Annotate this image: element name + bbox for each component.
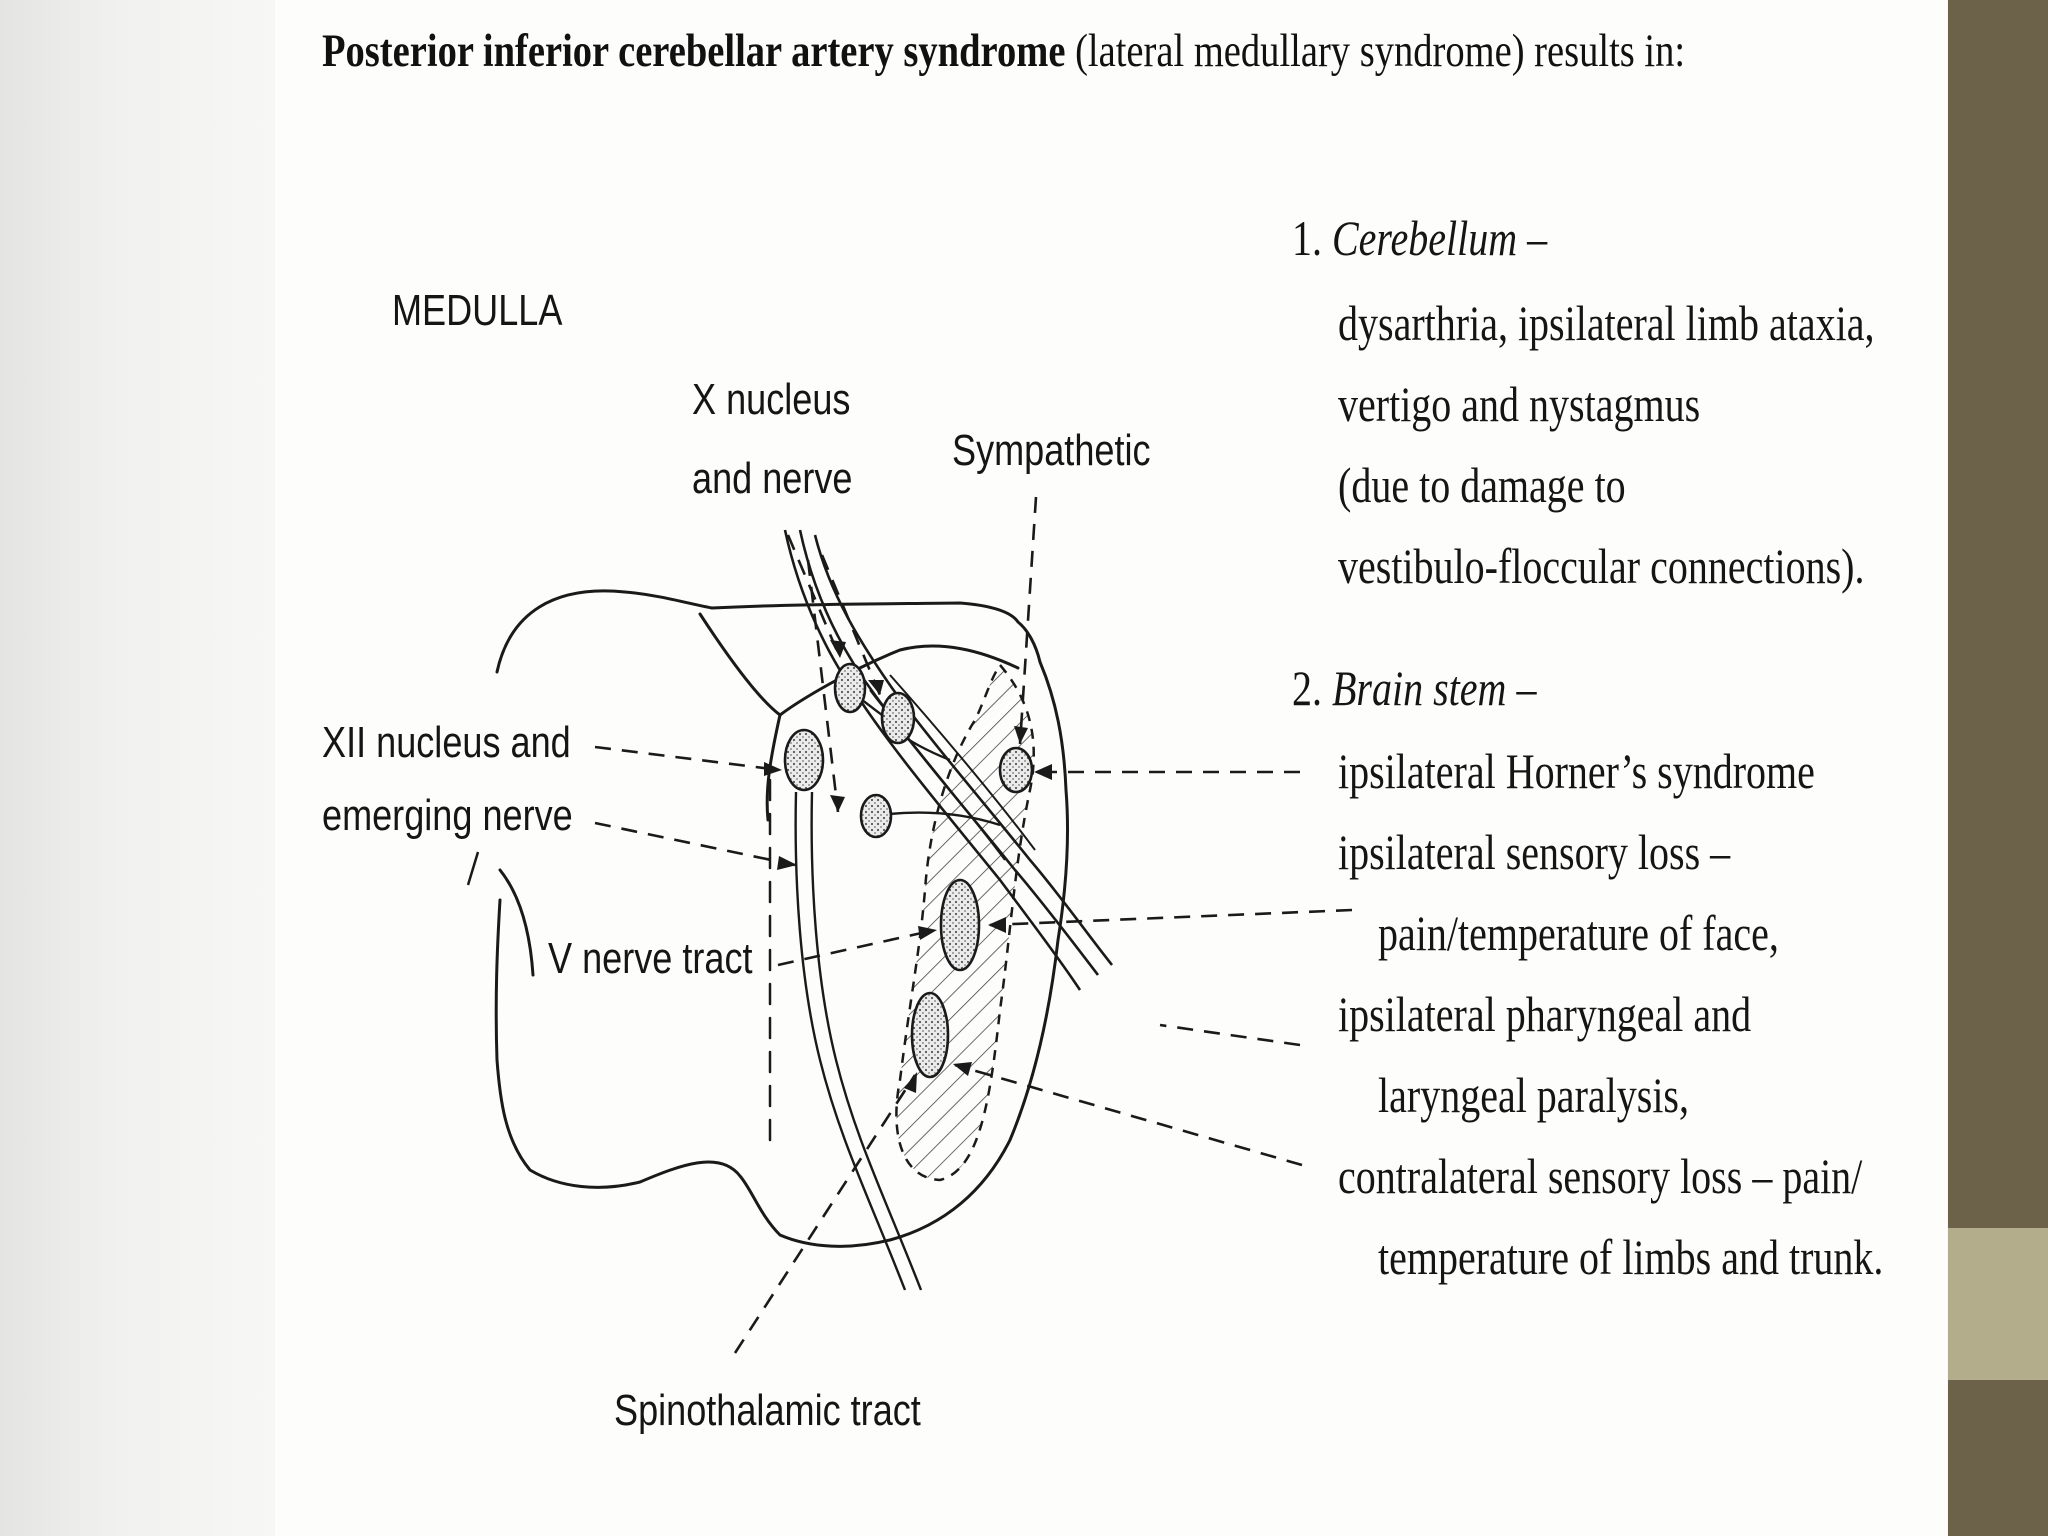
- arrow-xii-nerve: [777, 856, 797, 870]
- sympathetic-label: Sympathetic: [952, 425, 1151, 478]
- arrow-horner: [1034, 764, 1052, 780]
- spinothalamic-nucleus: [912, 993, 948, 1077]
- item2-line-6: contralateral sensory loss – pain/: [1338, 1146, 1862, 1206]
- olive-outline: [500, 870, 533, 975]
- item2-line-7: temperature of limbs and trunk.: [1378, 1227, 1883, 1287]
- arrow-x-2: [830, 795, 845, 812]
- item2-dash: –: [1506, 660, 1536, 716]
- x-nucleus-lower: [861, 795, 891, 837]
- leader-x-nerve-1: [788, 535, 840, 658]
- leader-xii-nerve: [595, 823, 795, 865]
- item2-line-1: ipsilateral Horner’s syndrome: [1338, 741, 1815, 801]
- x-nucleus-upper: [835, 664, 865, 712]
- x-nucleus-label-line1: X nucleus: [692, 374, 850, 427]
- leader-pharyngeal: [1160, 1025, 1300, 1045]
- item2-line-4: ipsilateral pharyngeal and: [1338, 984, 1751, 1044]
- item1-line-3: (due to damage to: [1338, 455, 1626, 515]
- xii-label-line2: emerging nerve: [322, 790, 573, 843]
- v-nerve-tract-nucleus: [941, 880, 979, 970]
- item1-line-1: dysarthria, ipsilateral limb ataxia,: [1338, 293, 1874, 353]
- item1-number: 1.: [1292, 210, 1322, 266]
- region-label: MEDULLA: [392, 285, 562, 338]
- spinothalamic-label: Spinothalamic tract: [614, 1385, 921, 1438]
- item2-line-2: ipsilateral sensory loss –: [1338, 822, 1730, 882]
- v-nerve-tract-label: V nerve tract: [548, 933, 753, 986]
- x-nucleus-middle: [882, 693, 914, 743]
- xii-label-line1: XII nucleus and: [322, 717, 571, 770]
- item2-heading-text: Brain stem: [1332, 660, 1506, 716]
- label-tick: [468, 852, 478, 885]
- sympathetic-nucleus: [1000, 748, 1032, 792]
- leader-xii-nucleus: [595, 747, 780, 770]
- item1-line-2: vertigo and nystagmus: [1338, 374, 1700, 434]
- item2-heading: 2. Brain stem –: [1292, 658, 1536, 718]
- item2-line-3: pain/temperature of face,: [1378, 903, 1779, 963]
- item2-line-5: laryngeal paralysis,: [1378, 1065, 1689, 1125]
- leader-contralateral: [955, 1065, 1302, 1165]
- arrow-xii-nucleus: [764, 762, 782, 776]
- item1-heading: 1. Cerebellum –: [1292, 208, 1547, 268]
- item1-line-4: vestibulo-floccular connections).: [1338, 536, 1864, 596]
- item2-number: 2.: [1292, 660, 1322, 716]
- x-nucleus-label-line2: and nerve: [692, 453, 852, 506]
- item1-dash: –: [1517, 210, 1547, 266]
- item1-heading-text: Cerebellum: [1332, 210, 1517, 266]
- leader-face: [990, 910, 1352, 925]
- xii-nucleus: [785, 730, 823, 790]
